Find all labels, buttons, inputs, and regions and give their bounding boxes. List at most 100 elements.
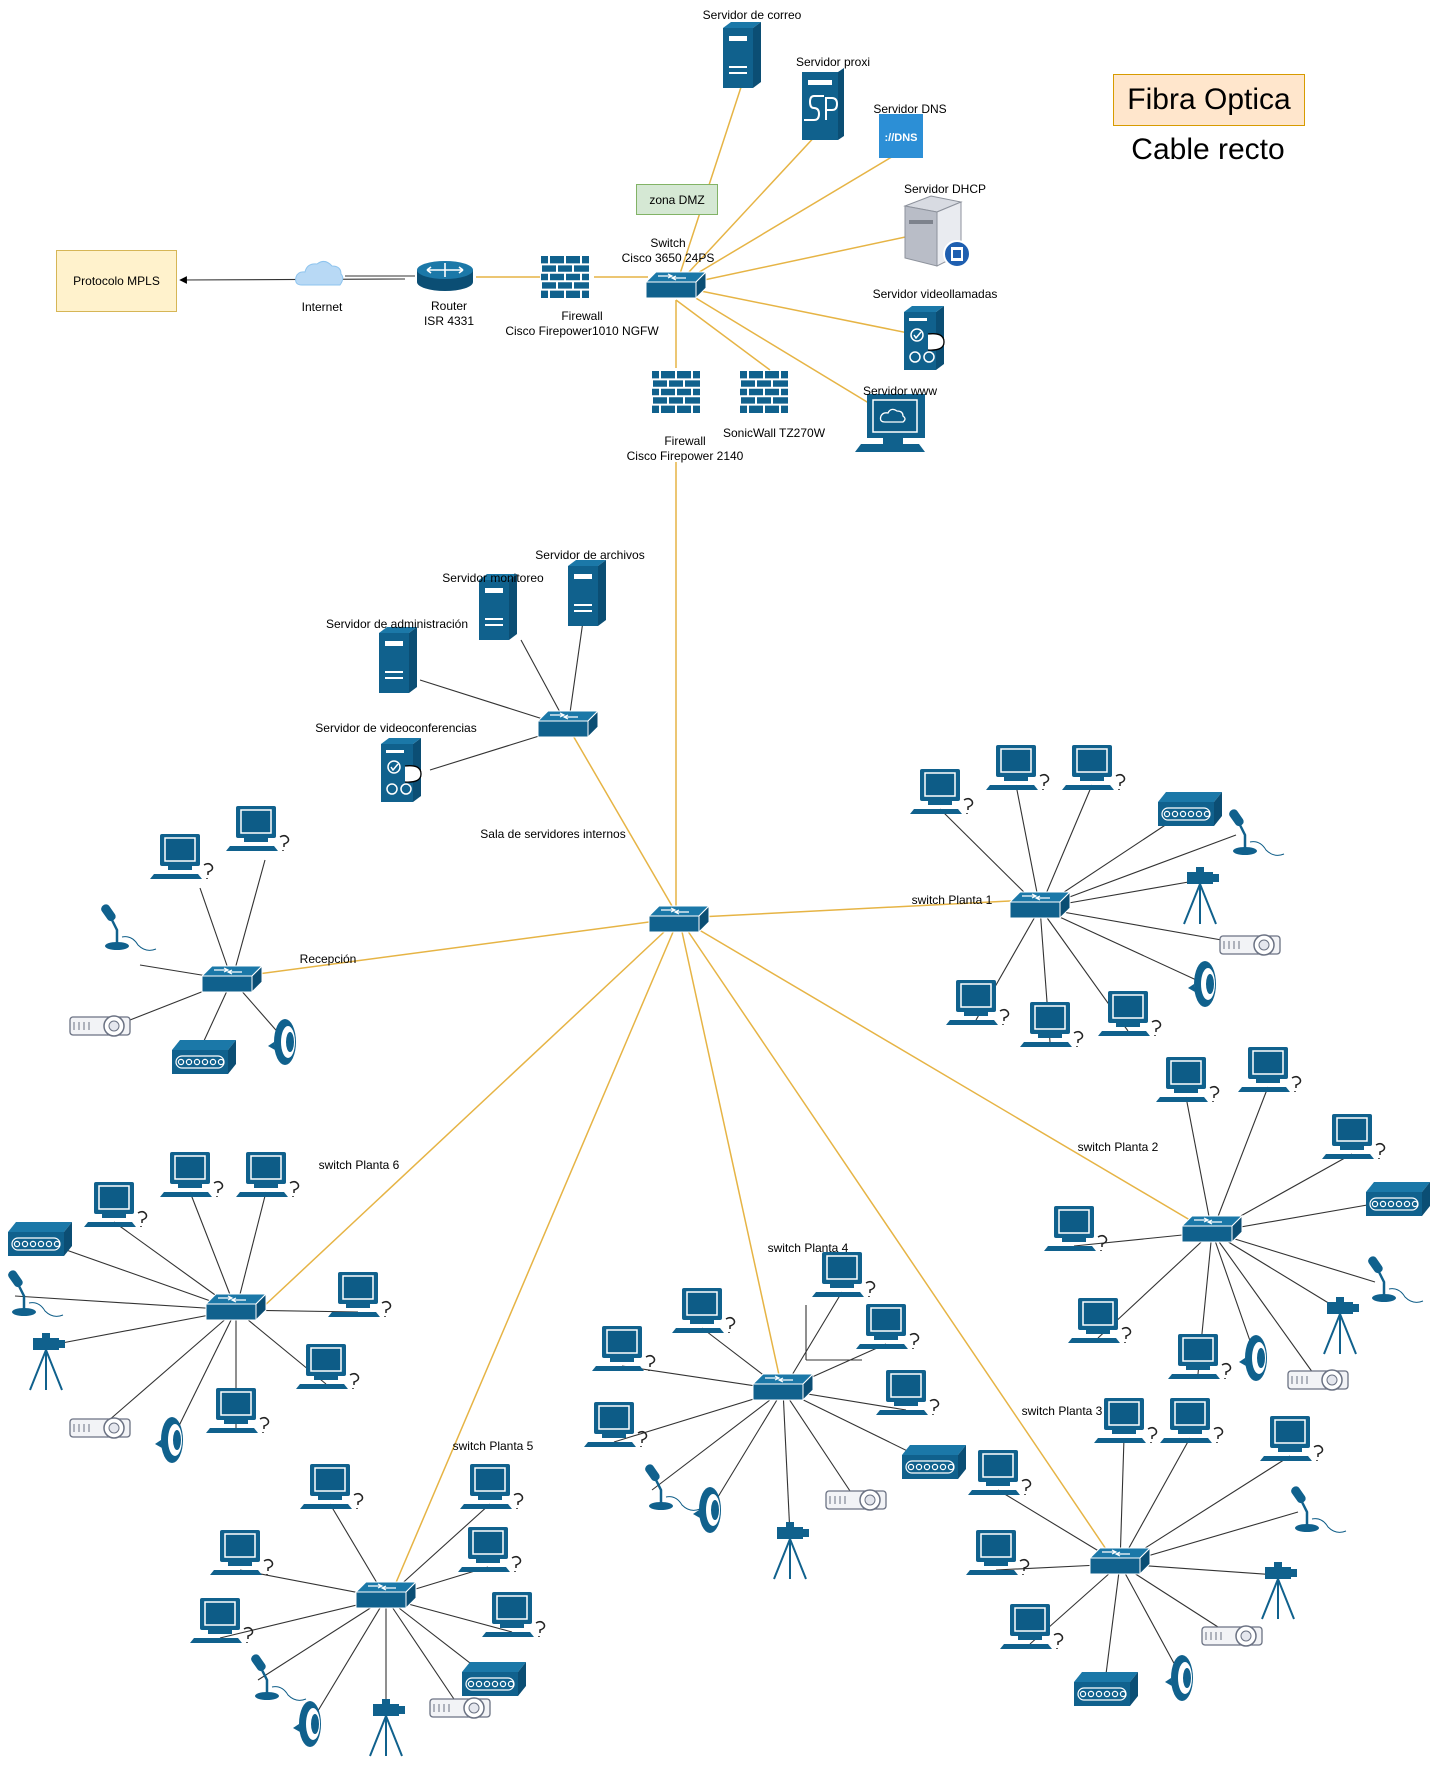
floor6-cable bbox=[99, 1309, 237, 1429]
floor3-computer-icon bbox=[968, 1450, 1032, 1495]
floor1-computer-icon bbox=[910, 769, 974, 814]
internet-cloud-icon bbox=[295, 260, 344, 286]
floor6-cable bbox=[14, 1295, 237, 1311]
floor4-cable bbox=[709, 1389, 784, 1511]
floor3-speaker-icon bbox=[1165, 1655, 1193, 1701]
floor5-switch-icon bbox=[354, 1580, 418, 1610]
floor1-switch-icon bbox=[1008, 890, 1072, 920]
floor1-computer-icon bbox=[1020, 1002, 1084, 1047]
floor3-cable bbox=[1119, 1563, 1233, 1637]
internet-label: Internet bbox=[301, 300, 343, 314]
floor6-label: switch Planta 6 bbox=[318, 1158, 400, 1172]
floor3-cable bbox=[1119, 1455, 1291, 1565]
floor1-cable bbox=[1039, 834, 1237, 909]
floor1-microphone-icon bbox=[1229, 809, 1285, 856]
fiber-link bbox=[675, 145, 911, 287]
fiber-link bbox=[678, 917, 1201, 1227]
videocall-server-label: Servidor videollamadas bbox=[872, 287, 998, 301]
floor2-computer-icon bbox=[1044, 1206, 1108, 1251]
floor3-computer-icon bbox=[1000, 1604, 1064, 1649]
core-switch-icon bbox=[644, 270, 708, 300]
floor6-cable bbox=[171, 1309, 237, 1441]
firewall-2140-label: Firewall Cisco Firepower 2140 bbox=[626, 434, 744, 463]
fiber-link bbox=[567, 726, 680, 919]
floor4-label: switch Planta 4 bbox=[767, 1241, 849, 1255]
fiber-link bbox=[675, 285, 929, 338]
sonicwall-label: SonicWall TZ270W bbox=[722, 426, 826, 440]
floor6-cable bbox=[235, 1191, 267, 1311]
mpls-arrow bbox=[179, 276, 406, 284]
floor5-computer-icon bbox=[210, 1530, 274, 1575]
monitoring-server-label: Servidor monitoreo bbox=[442, 571, 544, 585]
reception-switch-icon bbox=[200, 964, 264, 994]
floor1-computer-icon bbox=[1098, 991, 1162, 1036]
floor2-speaker-icon bbox=[1239, 1335, 1267, 1381]
floor3-computer-icon bbox=[1094, 1398, 1158, 1443]
floor3-modem-icon bbox=[1074, 1672, 1138, 1706]
proxy-server-icon bbox=[802, 68, 844, 140]
floor6-computer-icon bbox=[296, 1344, 360, 1389]
floor6-switch-icon bbox=[204, 1292, 268, 1322]
mail-server-icon bbox=[723, 22, 761, 88]
firewall-2140-icon bbox=[651, 371, 700, 413]
floor6-modem-icon bbox=[8, 1222, 72, 1256]
reception-computer-icon bbox=[150, 834, 214, 879]
www-server-icon bbox=[855, 394, 925, 452]
floor5-computer-icon bbox=[460, 1464, 524, 1509]
floor6-camera-tripod-icon bbox=[29, 1333, 65, 1391]
floor3-camera-tripod-icon bbox=[1261, 1562, 1297, 1620]
dhcp-server-icon bbox=[903, 195, 971, 268]
floor3-computer-icon bbox=[1160, 1398, 1224, 1443]
floor4-cable bbox=[782, 1389, 857, 1501]
dns-server-label: Servidor DNS bbox=[873, 102, 947, 116]
floor2-label: switch Planta 2 bbox=[1077, 1140, 1159, 1154]
firewall-ngfw-icon bbox=[540, 256, 589, 298]
legend-straight-cable: Cable recto bbox=[1131, 133, 1285, 166]
floor4-computer-icon bbox=[592, 1326, 656, 1371]
floor4-microphone-icon bbox=[645, 1464, 701, 1511]
floor5-microphone-icon bbox=[251, 1654, 307, 1701]
floor1-camera-tripod-icon bbox=[1183, 867, 1219, 925]
fiber-link bbox=[678, 917, 1111, 1556]
core-switch-label: Switch Cisco 3650 24PS bbox=[621, 236, 715, 265]
floor2-cable bbox=[1211, 1231, 1257, 1359]
floor5-cable bbox=[309, 1597, 387, 1725]
floor6-cable bbox=[37, 1239, 237, 1311]
floor4-computer-icon bbox=[856, 1304, 920, 1349]
floor5-speaker-icon bbox=[293, 1701, 321, 1747]
floor6-computer-icon bbox=[328, 1272, 392, 1317]
admin-server-label: Servidor de administración bbox=[325, 617, 469, 631]
fiber-link bbox=[261, 917, 680, 1309]
floor4-modem-icon bbox=[902, 1445, 966, 1479]
floor2-projector-icon bbox=[1287, 1369, 1349, 1391]
videocall-server-icon bbox=[904, 306, 945, 370]
floor4-cable bbox=[651, 1389, 784, 1491]
floor2-computer-icon bbox=[1322, 1114, 1386, 1159]
floor2-computer-icon bbox=[1156, 1057, 1220, 1102]
floor6-computer-icon bbox=[206, 1388, 270, 1433]
floor4-switch-icon bbox=[751, 1372, 815, 1402]
floor2-cable bbox=[1211, 1231, 1376, 1283]
fiber-link bbox=[391, 917, 680, 1593]
floor1-cable bbox=[1039, 907, 1206, 985]
floor2-switch-icon bbox=[1180, 1214, 1244, 1244]
reception-microphone-icon bbox=[101, 904, 157, 951]
floor6-cable bbox=[45, 1309, 237, 1347]
floor4-cable bbox=[782, 1389, 791, 1536]
fiber-link bbox=[675, 117, 833, 287]
admin-server-icon bbox=[379, 627, 417, 693]
floor1-computer-icon bbox=[1062, 745, 1126, 790]
floor4-camera-tripod-icon bbox=[773, 1522, 809, 1580]
floor1-cable bbox=[1039, 907, 1251, 946]
sonicwall-firewall-icon bbox=[739, 371, 788, 413]
legend-fiber: Fibra Optica bbox=[1113, 74, 1305, 126]
server-room-switch-icon bbox=[536, 709, 600, 739]
floor3-cable bbox=[1119, 1563, 1183, 1679]
floor1-label: switch Planta 1 bbox=[911, 893, 993, 907]
floor2-computer-icon bbox=[1238, 1047, 1302, 1092]
floor4-computer-icon bbox=[672, 1288, 736, 1333]
floor2-cable bbox=[1211, 1231, 1341, 1311]
reception-label: Recepción bbox=[299, 952, 357, 966]
floor1-projector-icon bbox=[1219, 934, 1281, 956]
